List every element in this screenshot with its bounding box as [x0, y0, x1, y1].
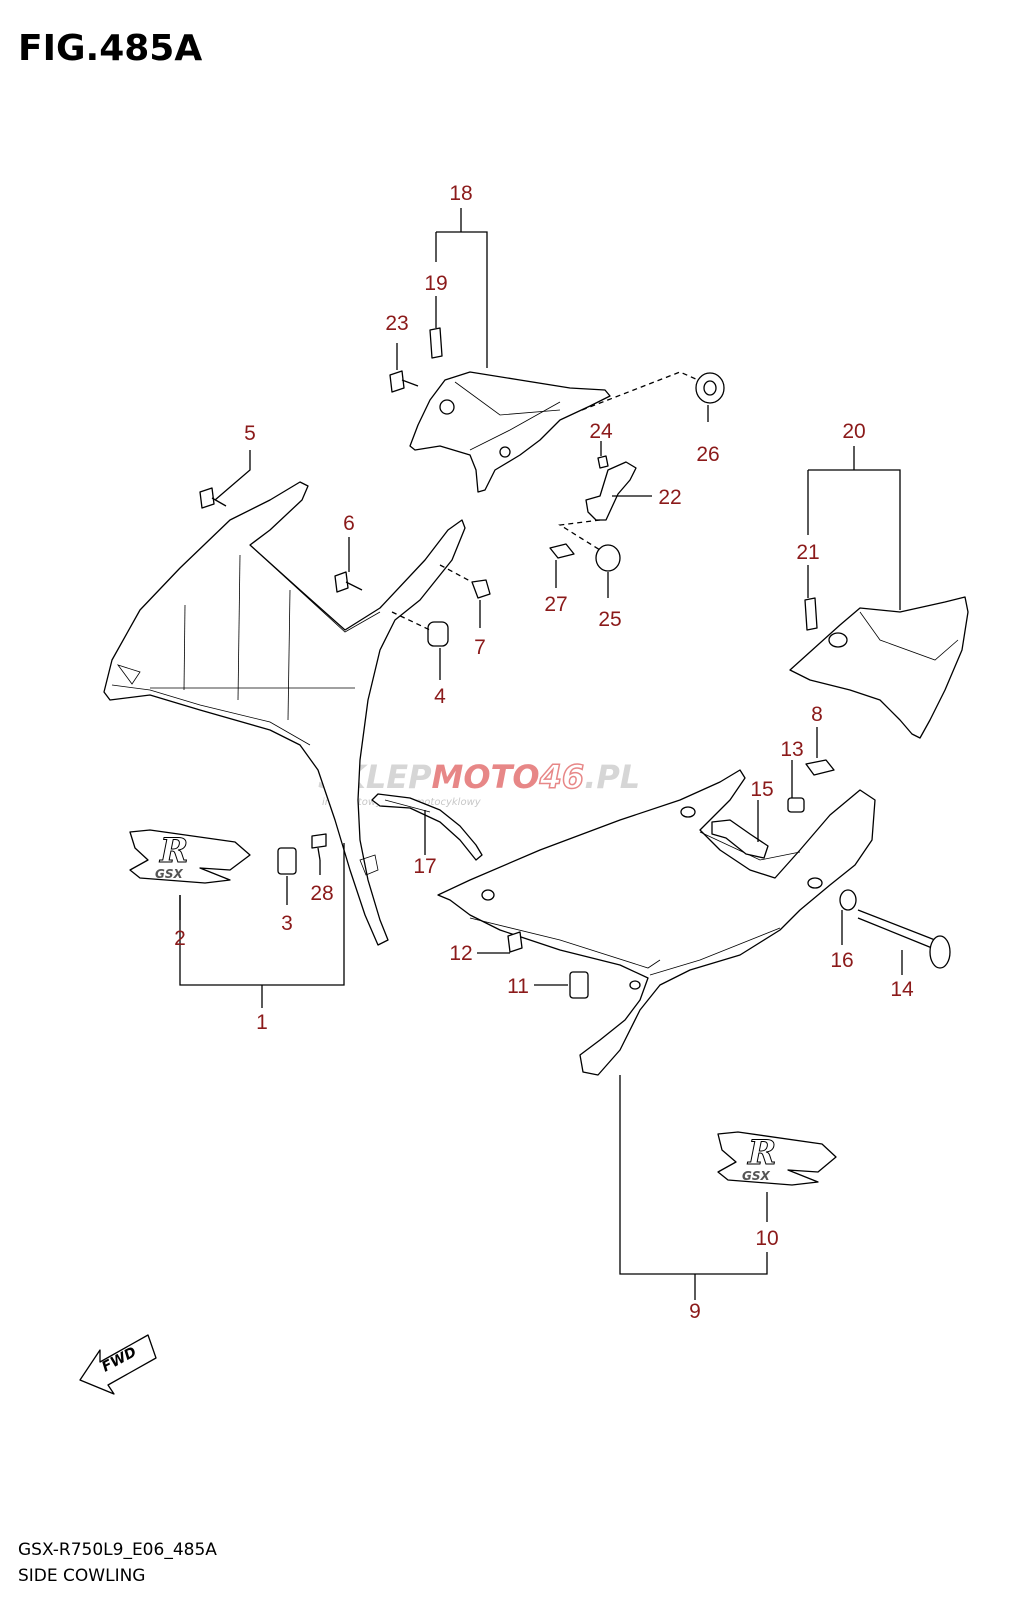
callout-2: 2 — [174, 927, 186, 950]
callout-19: 19 — [424, 272, 447, 295]
callout-13: 13 — [780, 738, 803, 761]
lower-cowling-part — [437, 769, 876, 1076]
watermark-brand-c: 46 — [539, 758, 585, 796]
callout-1: 1 — [256, 1011, 268, 1034]
callout-28: 28 — [310, 882, 333, 905]
watermark: SKLEPMOTO46.PL internetowy sklep motocyk… — [318, 757, 640, 808]
watermark-brand-b: MOTO — [432, 758, 540, 796]
callout-8: 8 — [811, 703, 823, 726]
decal-left-r: R — [159, 831, 188, 871]
callout-7: 7 — [474, 636, 486, 659]
callout-4: 4 — [434, 685, 446, 708]
inner-panel-part — [409, 371, 611, 493]
hardware-parts — [199, 327, 951, 999]
leader-lines — [179, 208, 903, 1300]
callout-labels: 1 2 3 4 5 6 7 8 9 10 11 12 13 14 15 16 1… — [174, 182, 914, 1323]
callout-9: 9 — [689, 1300, 701, 1323]
fwd-arrow-icon: FWD — [79, 1334, 157, 1395]
callout-23: 23 — [385, 312, 408, 335]
callout-11: 11 — [507, 975, 529, 998]
decal-right-r: R — [747, 1133, 776, 1173]
model-code: GSX-R750L9_E06_485A — [18, 1540, 217, 1560]
callout-5: 5 — [244, 422, 256, 445]
callout-18: 18 — [449, 182, 472, 205]
callout-15: 15 — [750, 778, 773, 801]
callout-20: 20 — [842, 420, 865, 443]
decal-right-gsx: GSX — [742, 1169, 770, 1183]
front-cowling-part — [103, 481, 466, 946]
callout-26: 26 — [696, 443, 719, 466]
watermark-brand-d: .PL — [584, 758, 640, 796]
callout-6: 6 — [343, 512, 355, 535]
callout-21: 21 — [796, 541, 819, 564]
callout-10: 10 — [755, 1227, 778, 1250]
decal-right: R GSX — [717, 1131, 837, 1186]
trim-strip-part — [371, 793, 483, 861]
callout-25: 25 — [598, 608, 621, 631]
callout-24: 24 — [589, 420, 613, 443]
decal-left-gsx: GSX — [155, 867, 183, 881]
callout-22: 22 — [658, 486, 681, 509]
svg-text:SKLEPMOTO46.PL: SKLEPMOTO46.PL — [318, 758, 640, 796]
callout-17: 17 — [413, 855, 436, 878]
section-name: SIDE COWLING — [18, 1566, 145, 1586]
callout-16: 16 — [830, 949, 853, 972]
right-panel-part — [789, 596, 969, 739]
callout-14: 14 — [890, 978, 914, 1001]
figure-title: FIG.485A — [18, 28, 202, 69]
callout-27: 27 — [544, 593, 567, 616]
callout-12: 12 — [449, 942, 472, 965]
decal-left: R GSX — [129, 829, 251, 884]
callout-3: 3 — [281, 912, 293, 935]
